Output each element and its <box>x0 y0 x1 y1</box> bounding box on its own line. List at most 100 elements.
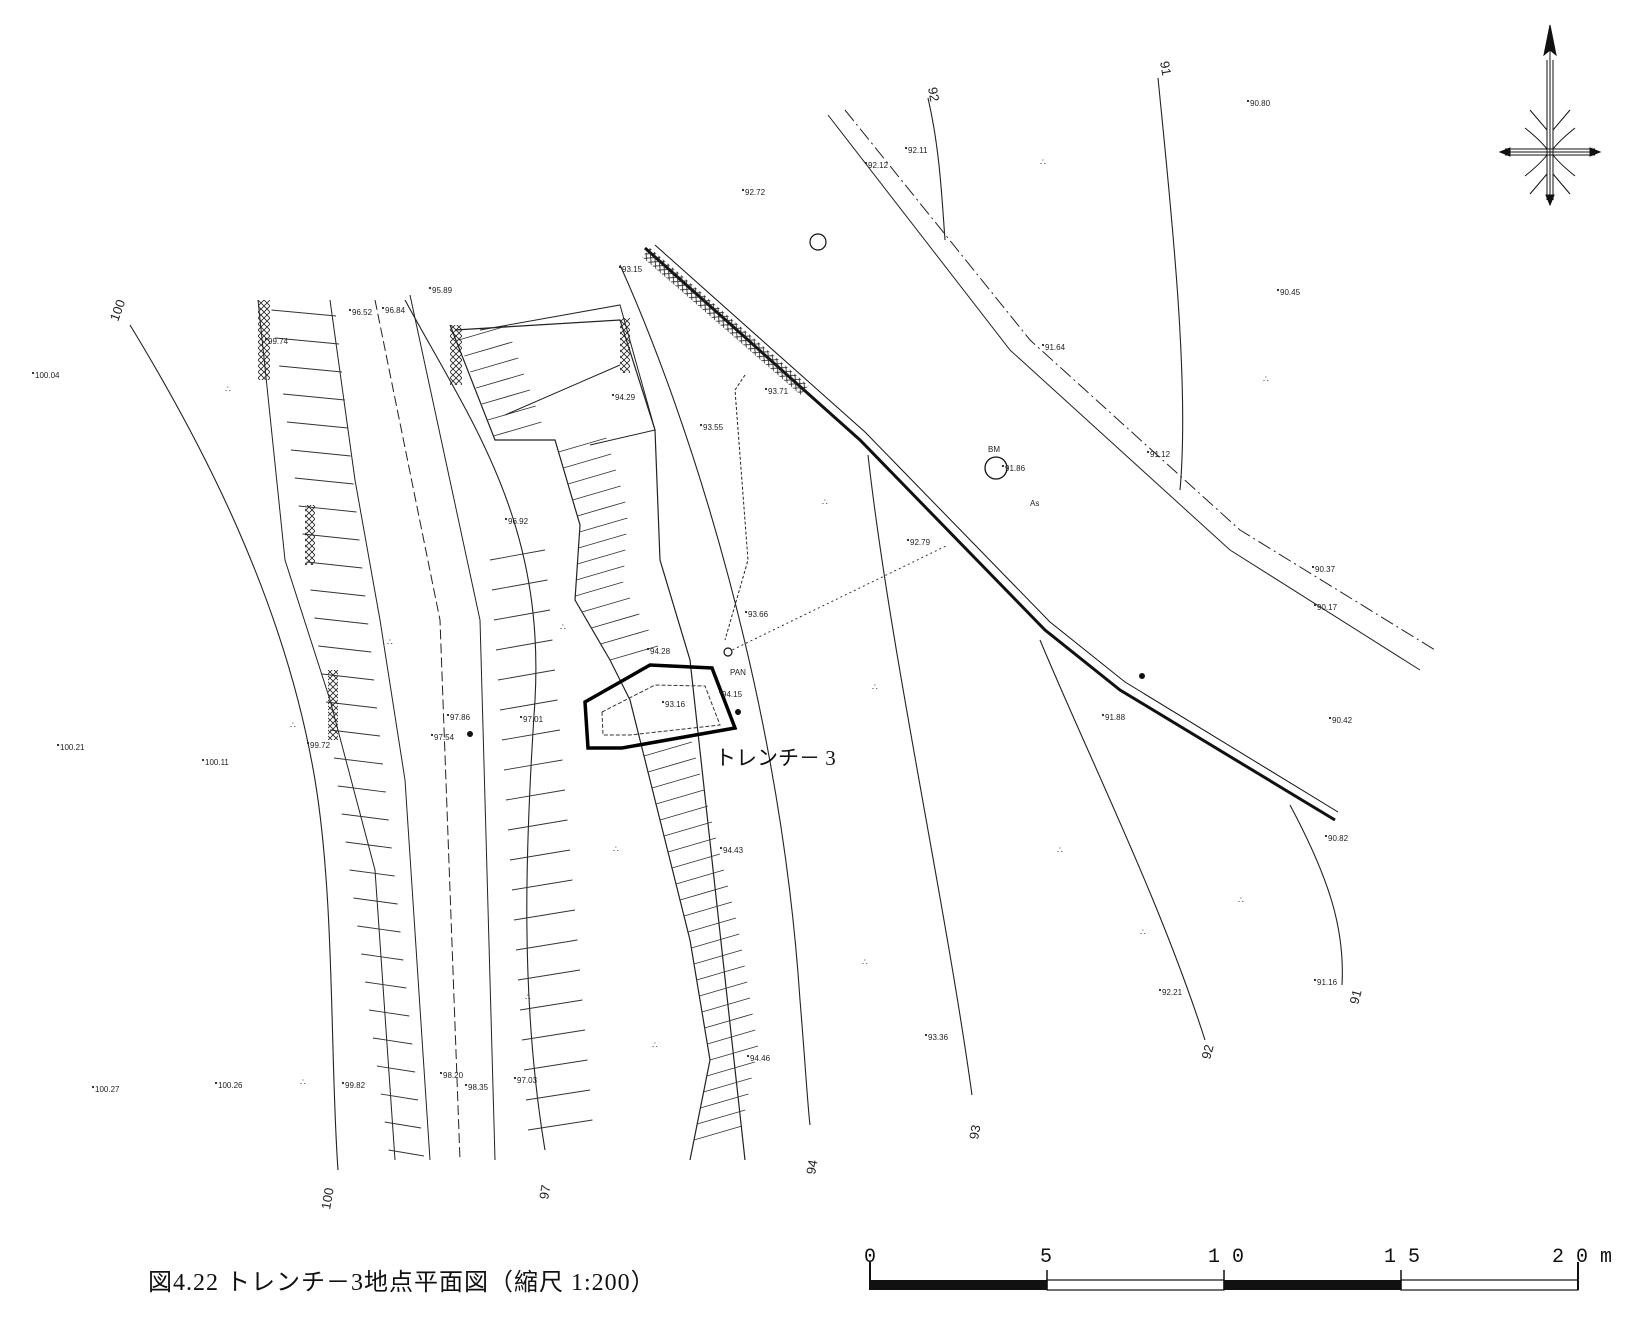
spot-height-dot <box>439 1071 443 1075</box>
ground-mark: ∴ <box>862 957 868 967</box>
contour-97 <box>404 299 546 1151</box>
crosshatch-band-left-2 <box>305 505 315 565</box>
spot-height-label: 97.86 <box>450 713 471 722</box>
hatch-stroke <box>609 645 659 661</box>
point-labels: BM As PAN <box>730 445 1039 677</box>
hatch-stroke <box>513 909 576 921</box>
spot-height-label: 90.80 <box>1250 99 1271 108</box>
hatch-stroke <box>380 1093 419 1101</box>
contour-92-upper <box>927 97 946 241</box>
escarpment-hatching <box>458 325 759 1141</box>
hatch-stroke <box>384 1121 422 1129</box>
spot-height-dot <box>904 146 908 150</box>
spot-height-label: 90.17 <box>1317 603 1338 612</box>
spot-height-dot <box>513 1076 517 1080</box>
ground-mark: ∴ <box>525 992 531 1002</box>
hatch-stroke <box>579 517 628 533</box>
spot-height-label: 90.42 <box>1332 716 1353 725</box>
scale-label-5: 5 <box>1040 1246 1052 1269</box>
hatch-stroke <box>693 1125 743 1141</box>
spot-height-label: 97.01 <box>523 715 544 724</box>
spot-height-dot <box>864 161 868 165</box>
spot-height-label: 94.43 <box>723 846 744 855</box>
spot-height-dot <box>1311 565 1315 569</box>
spot-height-label: 93.71 <box>768 387 789 396</box>
spot-height-dot <box>618 265 622 269</box>
hatch-stroke <box>310 589 366 597</box>
hatch-stroke <box>271 309 337 317</box>
spot-height-dot <box>519 715 523 719</box>
hatch-stroke <box>706 1061 755 1077</box>
hatch-stroke <box>329 729 381 737</box>
hatch-stroke <box>697 1109 746 1125</box>
crosshatch-band-upper <box>642 248 809 395</box>
hatch-stroke <box>703 1077 752 1093</box>
spot-height-dot <box>1101 713 1105 717</box>
ground-mark: ∴ <box>387 637 393 647</box>
contour-label-91-top: 91 <box>1157 60 1174 77</box>
spot-height-dot <box>428 286 432 290</box>
hatch-stroke <box>279 365 342 373</box>
hatch-stroke <box>497 669 556 681</box>
contour-label-100-bottom: 100 <box>318 1187 337 1211</box>
hatch-stroke <box>667 837 717 853</box>
spot-height-label: 91.16 <box>1317 978 1338 987</box>
hatch-stroke <box>333 757 383 765</box>
hatch-stroke <box>481 389 531 405</box>
hatch-stroke <box>558 437 607 453</box>
hatch-stroke <box>489 549 546 561</box>
ground-mark: ∴ <box>225 384 231 394</box>
hatch-stroke <box>509 849 571 861</box>
spot-height-dot <box>744 610 748 614</box>
hatch-stroke <box>521 1029 586 1041</box>
hatch-stroke <box>372 1037 413 1045</box>
spot-height-label: 94.29 <box>615 393 636 402</box>
hatch-stroke <box>696 965 745 981</box>
hatch-stroke <box>577 501 626 517</box>
scale-label-10: 1 0 <box>1208 1246 1244 1269</box>
hatch-stroke <box>578 533 627 549</box>
spot-height-dot <box>746 1054 750 1058</box>
spot-height-dot <box>1313 978 1317 982</box>
contour-lines <box>129 77 1343 1171</box>
ground-mark: ∴ <box>300 1077 306 1087</box>
spot-height-dot <box>348 308 352 312</box>
scale-label-0: 0 <box>864 1246 876 1269</box>
contour-label-91-bottom: 91 <box>1346 988 1364 1006</box>
hatch-stroke <box>464 341 513 357</box>
spot-height-dot <box>214 1081 218 1085</box>
spot-height-dot <box>56 743 60 747</box>
hatch-stroke <box>353 897 398 905</box>
spot-height-label: 100.11 <box>205 758 229 767</box>
hatch-stroke <box>376 1065 416 1073</box>
spot-height-label: 99.74 <box>268 337 289 346</box>
spot-height-dot <box>1324 834 1328 838</box>
hatch-stroke <box>699 981 748 997</box>
spot-height-dot <box>764 387 768 391</box>
hatch-stroke <box>575 581 624 597</box>
crosshatch-band-center-2 <box>620 318 630 373</box>
spot-height-label: 97.03 <box>517 1076 538 1085</box>
spot-height-label: 91.12 <box>1150 450 1171 459</box>
contour-91-lower <box>1289 804 1343 986</box>
hatch-stroke <box>591 613 640 629</box>
hatch-stroke <box>515 939 578 951</box>
scale-seg-2 <box>1046 1279 1225 1291</box>
hatch-stroke <box>337 785 386 793</box>
enclosure-upper <box>479 304 749 641</box>
contour-label-92-bottom: 92 <box>1198 1043 1216 1061</box>
hatch-stroke <box>577 549 626 565</box>
hatch-stroke <box>576 565 625 581</box>
hatch-stroke <box>701 997 751 1013</box>
spot-height-label: 92.11 <box>908 146 928 155</box>
spot-height-label: 98.20 <box>443 1071 464 1080</box>
spot-height-dot <box>646 647 650 651</box>
hatch-stroke <box>655 789 705 805</box>
hatch-stroke <box>493 421 542 437</box>
spot-height-label: 95.89 <box>432 286 453 295</box>
contour-94 <box>619 264 811 1126</box>
spot-height-dot <box>1041 343 1045 347</box>
hatch-stroke <box>361 953 404 961</box>
